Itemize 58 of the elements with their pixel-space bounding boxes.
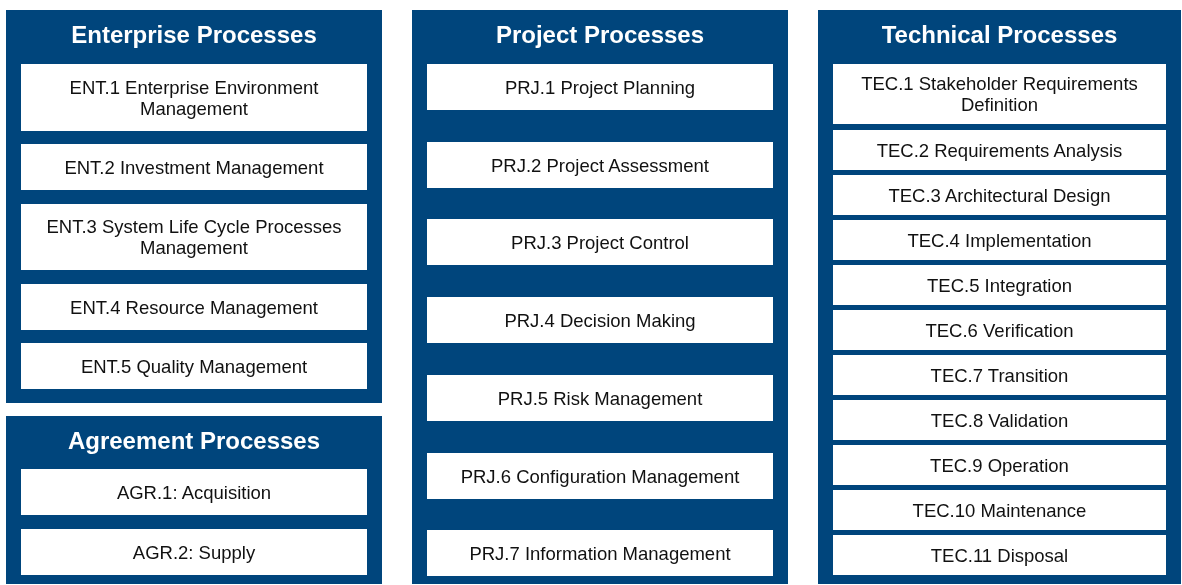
process-box: [833, 535, 1166, 575]
process-label: PRJ.5 Risk Management: [497, 387, 703, 409]
process-label: TEC.10 Maintenance: [912, 499, 1087, 521]
process-label: ENT.5 Quality Management: [80, 355, 308, 377]
group-panel: [412, 10, 788, 584]
process-label: PRJ.3 Project Control: [511, 231, 689, 253]
process-box: [21, 529, 367, 575]
process-label: TEC.2 Requirements Analysis: [876, 139, 1123, 161]
process-box: [833, 400, 1166, 440]
process-label: TEC.4 Implementation: [907, 229, 1092, 251]
process-box: [427, 142, 773, 188]
process-label: PRJ.1 Project Planning: [504, 76, 696, 98]
process-box: [21, 469, 367, 515]
process-box: [833, 355, 1166, 395]
process-label: TEC.9 Operation: [930, 454, 1069, 476]
process-box: [833, 175, 1166, 215]
process-label: PRJ.7 Information Management: [469, 542, 731, 564]
process-box: [833, 445, 1166, 485]
panel-heading: Technical Processes: [880, 20, 1119, 50]
process-box: [21, 204, 367, 270]
process-label: ENT.1 Enterprise Environment Management: [68, 76, 320, 119]
process-box: [833, 220, 1166, 260]
process-label: TEC.8 Validation: [930, 409, 1069, 431]
process-label: AGR.2: Supply: [132, 541, 256, 563]
panel-heading: Enterprise Processes: [70, 20, 318, 50]
process-box: [833, 130, 1166, 170]
process-box: [21, 144, 367, 190]
process-label: TEC.11 Disposal: [930, 544, 1069, 566]
process-label: TEC.1 Stakeholder Requirements Definition: [860, 73, 1139, 115]
group-panel: [6, 10, 382, 403]
process-label: TEC.5 Integration: [927, 274, 1072, 296]
group-panel: [818, 10, 1181, 584]
process-box: [427, 297, 773, 343]
process-label: TEC.7 Transition: [930, 364, 1069, 386]
process-label: TEC.6 Verification: [925, 319, 1074, 341]
process-box: [427, 375, 773, 421]
process-box: [427, 453, 773, 499]
process-box: [21, 343, 367, 389]
process-box: [427, 64, 773, 110]
process-label: PRJ.6 Configuration Management: [460, 465, 740, 487]
process-label: ENT.4 Resource Management: [70, 296, 318, 318]
process-label: ENT.2 Investment Management: [64, 156, 324, 178]
process-box: [427, 219, 773, 265]
panel-heading: Project Processes: [494, 20, 706, 50]
process-label: ENT.3 System Life Cycle Processes Management: [45, 216, 343, 258]
process-label: AGR.1: Acquisition: [116, 481, 272, 503]
panel-heading: Agreement Processes: [66, 426, 322, 456]
process-label: PRJ.4 Decision Making: [504, 309, 696, 331]
group-panel: [6, 416, 382, 584]
process-box: [833, 310, 1166, 350]
process-box: [427, 530, 773, 576]
process-box: [21, 64, 367, 131]
process-box: [833, 64, 1166, 124]
process-box: [833, 490, 1166, 530]
process-box: [21, 284, 367, 330]
process-label: PRJ.2 Project Assessment: [491, 154, 709, 176]
process-label: TEC.3 Architectural Design: [888, 184, 1111, 206]
process-box: [833, 265, 1166, 305]
